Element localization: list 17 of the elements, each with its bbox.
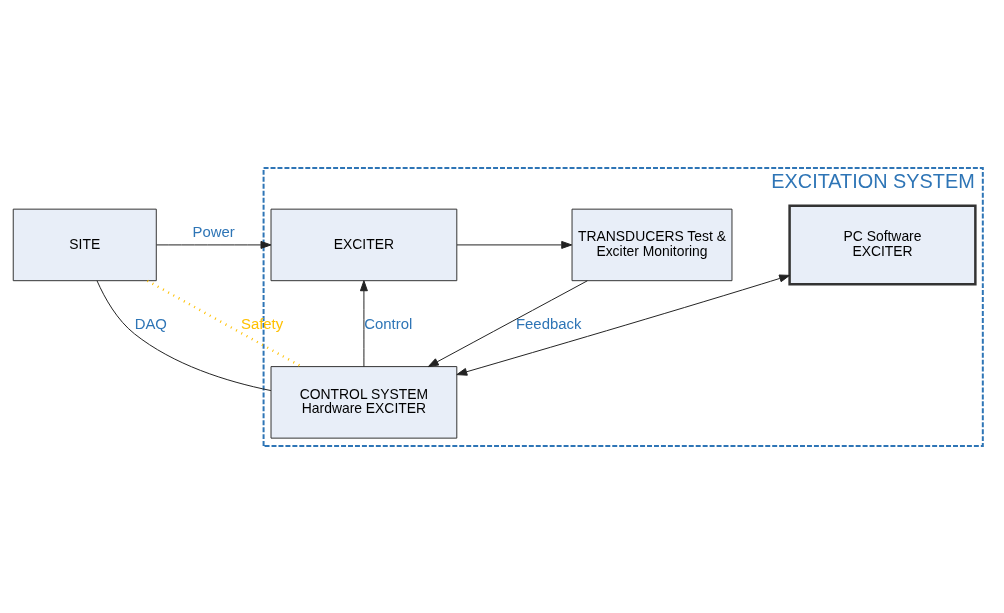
node-box: EXCITER: [270, 208, 458, 281]
edge-label: Power: [192, 223, 235, 240]
edge-label: Control: [364, 315, 413, 332]
edge-label: DAQ: [134, 315, 167, 332]
node-box: SITE: [12, 208, 157, 281]
arrow: [427, 279, 588, 367]
node-box: CONTROL SYSTEM Hardware EXCITER: [270, 365, 458, 439]
arrow: [156, 240, 272, 249]
arrow: [456, 240, 573, 249]
connector: [146, 279, 303, 368]
node-box: PC Software EXCITER: [788, 203, 977, 285]
connector: [96, 279, 272, 391]
edge-label: Feedback: [515, 315, 582, 332]
arrow: [456, 274, 791, 376]
node-box: TRANSDUCERS Test & Exciter Monitoring: [571, 208, 733, 281]
edge-label: Safety: [240, 315, 284, 332]
arrow: [359, 279, 368, 367]
